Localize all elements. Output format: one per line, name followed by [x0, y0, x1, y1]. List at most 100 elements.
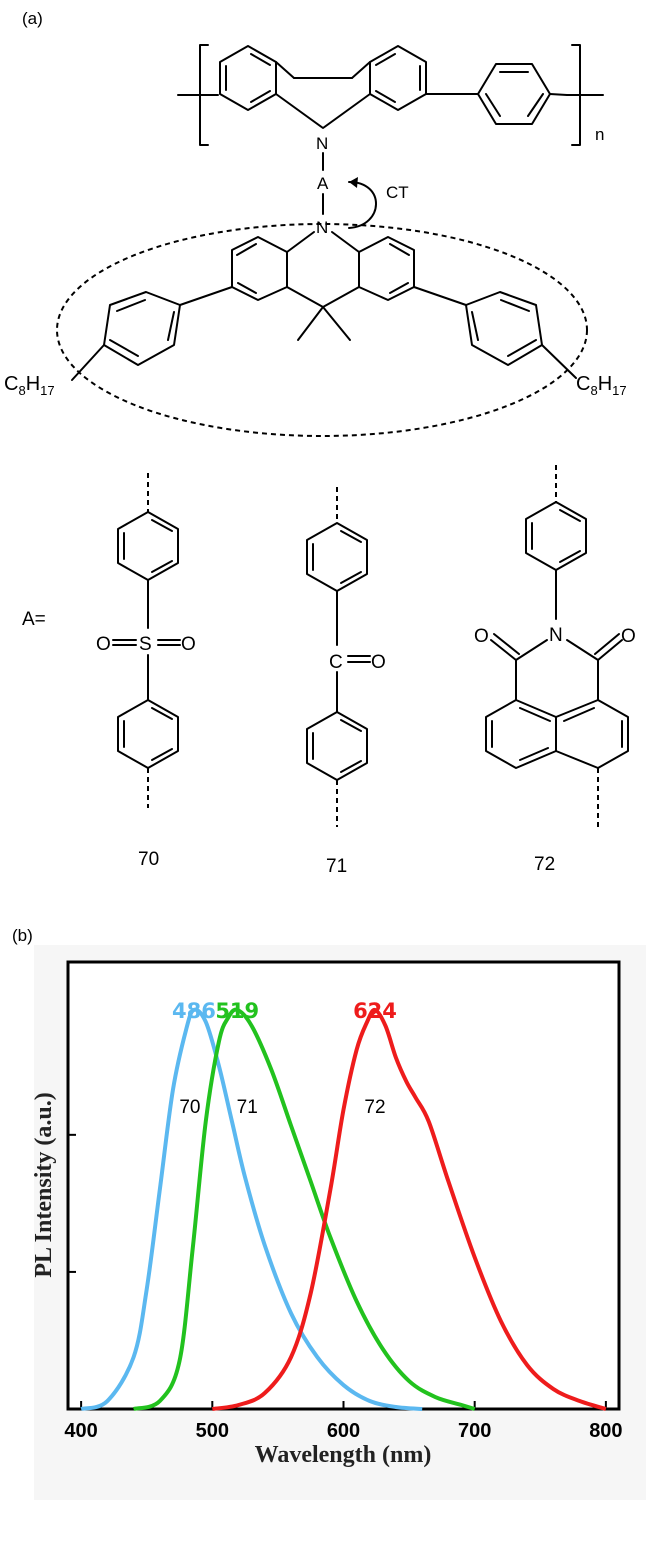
- alkyl-label-right: C8H17: [576, 373, 627, 398]
- u70-ring-bottom: [117, 699, 179, 769]
- u70-s: S: [139, 634, 152, 655]
- alkyl-right-h: H: [598, 373, 612, 395]
- u72-o-right: O: [621, 626, 636, 647]
- alkyl-left-h: H: [26, 373, 40, 395]
- alkyl-left-c: C: [4, 373, 18, 395]
- series-lines: [80, 1007, 607, 1411]
- x-axis-title: Wavelength (nm): [255, 1442, 432, 1468]
- u72-naph-left: [485, 699, 557, 769]
- peak-label-71: 519: [215, 999, 259, 1023]
- x-ticks: 400 500 600 700 800: [64, 1401, 623, 1442]
- aryl-left-ring: [103, 291, 181, 366]
- x-tick-label: 800: [589, 1420, 622, 1442]
- panel-a-label: (a): [22, 9, 43, 28]
- carbazole-five-ring: [275, 61, 371, 129]
- u71-c: C: [329, 652, 343, 673]
- u72-id: 72: [534, 854, 555, 875]
- gem-dimethyl: [297, 306, 351, 341]
- peak-label-70: 486: [172, 999, 216, 1023]
- x-tick-label: 600: [327, 1420, 360, 1442]
- atom-n-bottom: N: [316, 218, 328, 237]
- ct-arrowhead-icon: [349, 177, 358, 188]
- alkyl-right-c-sub: 8: [590, 383, 597, 398]
- phenylene-to-end: [549, 93, 568, 96]
- acridine-donor: [71, 231, 577, 381]
- repeat-n: n: [595, 125, 604, 144]
- u72-phenyl-ring: [525, 501, 587, 571]
- u71-co-double: [347, 655, 371, 663]
- series-line-71: [133, 1007, 476, 1411]
- u72-imide-ring: [515, 639, 599, 701]
- u71-ring-top-double: [312, 530, 362, 584]
- panel-a: (a) n N A N: [4, 9, 636, 877]
- u70-id: 70: [138, 849, 159, 870]
- u70-so-right: [157, 639, 181, 646]
- acridine-ring-right: [358, 236, 415, 301]
- atom-a: A: [317, 174, 329, 193]
- u72-n: N: [549, 625, 563, 646]
- panel-b-label: (b): [12, 926, 33, 945]
- acridine-to-aryl-left: [179, 286, 233, 306]
- plot-area: [66, 960, 621, 1411]
- acridine-ring-left: [231, 236, 288, 301]
- carbazole-ring-left: [219, 45, 277, 111]
- u72-phenyl-ring-double: [531, 509, 581, 563]
- left-bracket: [199, 44, 209, 146]
- acridine-n-bonds: [286, 231, 360, 253]
- x-tick-label: 500: [196, 1420, 229, 1442]
- acceptor-72: N O O 72: [474, 465, 636, 875]
- alkyl-left-h-sub: 17: [40, 383, 54, 398]
- ct-arrow: [348, 181, 377, 229]
- y-axis-title: PL Intensity (a.u.): [31, 1092, 57, 1277]
- u70-ring-bottom-double: [123, 707, 173, 761]
- u72-naph-right: [555, 699, 629, 769]
- u71-ring-bottom: [306, 711, 368, 781]
- series-line-72: [212, 1007, 607, 1411]
- carbazole-ring-right-double: [375, 53, 421, 103]
- peak-label-72: 624: [353, 999, 397, 1023]
- acridine-center-ring: [286, 286, 360, 308]
- x-tick-label: 700: [458, 1420, 491, 1442]
- alkyl-left-c-sub: 8: [18, 383, 25, 398]
- phenylene-ring-double: [485, 71, 544, 117]
- aryl-left-ring-double: [109, 299, 175, 357]
- alkyl-bond-right: [541, 344, 577, 379]
- u72-co-right: [594, 633, 623, 661]
- x-tick-label: 400: [64, 1420, 97, 1442]
- a-equals-label: A=: [22, 609, 46, 630]
- u72-co-left: [490, 633, 520, 661]
- aryl-right-ring: [465, 291, 543, 366]
- alkyl-right-c: C: [576, 373, 590, 395]
- acridine-ring-right-double: [389, 243, 410, 294]
- carbazole-ring-left-double: [225, 53, 271, 103]
- polymer-repeat-unit: n: [177, 44, 604, 146]
- u70-so-left: [112, 639, 137, 646]
- u71-ring-bottom-double: [312, 719, 362, 773]
- acridine-to-aryl-right: [413, 286, 467, 306]
- aryl-right-ring-double: [471, 299, 537, 357]
- series-name-71: 71: [237, 1097, 258, 1118]
- acceptor-70: O S O 70: [96, 473, 196, 870]
- acceptor-71: C O 71: [306, 487, 386, 877]
- alkyl-label-left: C8H17: [4, 373, 55, 398]
- panel-b: (b) 400 500 600 700 800 486 70 519 71 624 72 Wave…: [12, 926, 646, 1500]
- y-ticks: [68, 1133, 76, 1273]
- u71-ring-top: [306, 522, 368, 592]
- n-top-mask: [314, 132, 332, 152]
- atom-n-top: N: [316, 134, 328, 153]
- u70-ring-top-double: [123, 519, 173, 573]
- series-name-72: 72: [364, 1097, 385, 1118]
- u71-o: O: [371, 652, 386, 673]
- alkyl-bond-left: [71, 344, 105, 381]
- alkyl-right-h-sub: 17: [612, 383, 626, 398]
- series-labels: 486 70 519 71 624 72: [172, 999, 397, 1118]
- acridine-ellipse: [56, 223, 588, 437]
- u72-naph-double: [491, 707, 623, 761]
- acridine-ring-left-double: [236, 243, 257, 294]
- ct-label: CT: [386, 183, 409, 202]
- series-name-70: 70: [179, 1097, 200, 1118]
- u72-o-left: O: [474, 626, 489, 647]
- u71-id: 71: [326, 856, 347, 877]
- u70-ring-top: [117, 511, 179, 581]
